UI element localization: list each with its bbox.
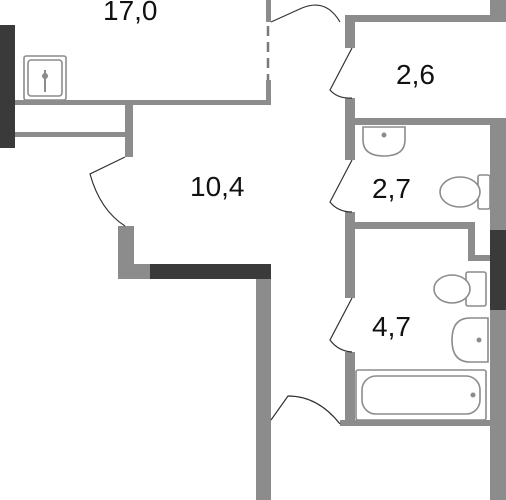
wall-bath-left-1 (345, 22, 355, 48)
wall-corridor-left (256, 279, 271, 500)
wall-bath-left-4 (345, 352, 355, 424)
room-area-label: 17,0 (103, 0, 158, 26)
wall-bath-bottom (340, 420, 506, 426)
wall-shaft (468, 229, 475, 259)
exterior-wall-left (0, 25, 15, 148)
wall-bath-left-2 (345, 98, 355, 160)
washbasin-room-27 (362, 126, 406, 157)
exterior-wall-right (490, 230, 506, 310)
wall-kitchen-right-upper (266, 0, 271, 22)
washbasin-room-47 (451, 317, 489, 363)
wall-room-26-bottom (345, 118, 506, 125)
door-hall-left (89, 156, 126, 227)
door-room-47 (329, 297, 353, 353)
room-area-label: 4,7 (372, 311, 411, 342)
room-area-label: 2,6 (396, 59, 435, 90)
door-bottom (270, 395, 341, 425)
wall-bath-left-3 (345, 212, 355, 298)
wall-kitchen-bottom (15, 100, 271, 105)
wall-shaft-bottom (468, 255, 490, 261)
wall-hall-left (118, 226, 134, 279)
wall-hall-top-left (15, 132, 133, 137)
doors (89, 4, 353, 425)
wall-stub-upper (125, 105, 133, 157)
kitchen-faucet-head (42, 73, 48, 79)
wall-room-26-top (345, 15, 506, 22)
wall-right-mid (490, 125, 506, 230)
room-area-label: 2,7 (372, 173, 411, 204)
bathtub-inner (361, 375, 481, 415)
washbasin-drain (381, 132, 387, 138)
door-kitchen (270, 4, 341, 23)
room-area-label: 10,4 (190, 171, 245, 202)
bathtub-drain (470, 392, 476, 398)
fixtures (23, 55, 491, 421)
door-room-27 (329, 159, 353, 213)
wall-hall-bottom-left (134, 264, 150, 279)
wall-right-lower (490, 310, 506, 500)
toilet-bowl-room-27 (439, 176, 481, 208)
door-room-26 (329, 47, 353, 99)
exterior-wall-hall (150, 264, 271, 279)
washbasin-47-drain (476, 337, 482, 343)
wall-room-27-bottom (345, 222, 475, 229)
wall-kitchen-right-lower (266, 80, 271, 105)
wall-right-upper (490, 0, 506, 15)
room-labels: 17,0 2,6 10,4 2,7 4,7 (103, 0, 435, 342)
toilet-bowl-room-47 (433, 274, 471, 304)
